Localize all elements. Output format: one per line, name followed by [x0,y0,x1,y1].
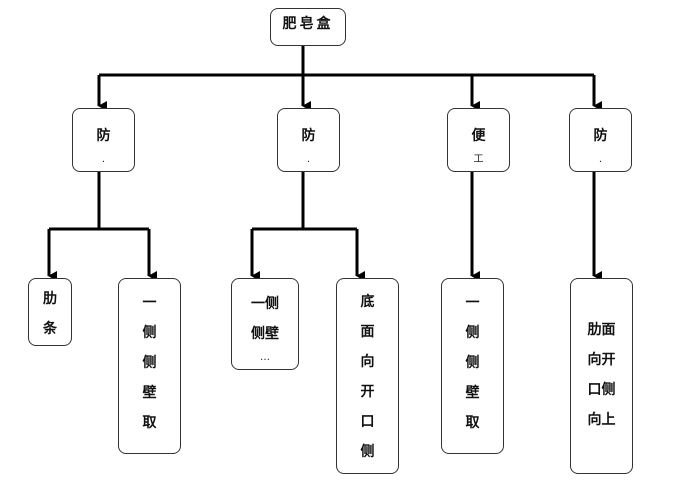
node-l2-6-text-2: 口侧 [587,382,616,398]
node-l2-5-text-4: 取 [465,415,480,431]
node-l1-1-text-0: 防 [96,128,111,144]
node-l2-4-text-5: 侧 [360,444,375,460]
node-l2-5-text-3: 壁 [465,385,480,401]
node-l2-4-text-3: 开 [360,384,375,400]
node-l2-6: 肋面 向开 口侧 向上 [570,278,633,474]
node-l1-3: 便 工 [447,108,510,172]
node-root-label: 肥皂盒 [282,16,334,32]
node-l2-2-text-1: 侧 [142,325,157,341]
node-l1-3-text-0: 便 [471,128,486,144]
node-l1-4-text-1: . [598,154,603,165]
node-l2-6-text-0: 肋面 [587,322,616,338]
node-l2-2: 一 侧 侧 壁 取 [118,278,181,454]
node-l1-4: 防 . [569,108,632,172]
node-l2-4-text-4: 口 [360,414,375,430]
node-l2-5-text-2: 侧 [465,355,480,371]
node-l1-1-text-1: . [101,154,106,165]
node-l2-3-text-1: 侧壁 [251,326,279,342]
node-l1-2-text-0: 防 [301,128,316,144]
node-l2-5: 一 侧 侧 壁 取 [441,278,504,454]
node-l1-2-text-1: . [306,154,311,165]
node-l2-6-text-1: 向开 [587,352,616,368]
node-root: 肥皂盒 [270,8,346,46]
node-l2-1-text-1: 条 [43,321,57,337]
node-l2-6-text-3: 向上 [587,412,616,428]
node-l2-1-text-0: 肋 [43,291,57,307]
node-l2-4-text-1: 面 [360,324,375,340]
node-l2-3-text-0: 一侧 [251,296,279,312]
node-l2-4: 底 面 向 开 口 侧 [336,278,399,474]
node-l2-3-text-2: … [260,352,270,363]
node-l2-2-text-3: 壁 [142,385,157,401]
node-l2-1: 肋 条 [28,278,72,346]
node-l2-2-text-0: 一 [142,295,157,311]
node-l2-2-text-4: 取 [142,415,157,431]
node-l2-5-text-1: 侧 [465,325,480,341]
node-l2-2-text-2: 侧 [142,355,157,371]
node-l1-1: 防 . [72,108,135,172]
node-l2-4-text-2: 向 [360,354,375,370]
node-l1-2: 防 . [277,108,340,172]
node-l2-4-text-0: 底 [360,294,375,310]
node-l1-3-text-1: 工 [473,154,484,165]
node-l2-3: 一侧 侧壁 … [231,278,299,370]
node-l1-4-text-0: 防 [593,128,608,144]
edge-root-children [97,46,602,111]
node-l2-5-text-0: 一 [465,295,480,311]
edge-l1-children [47,172,602,281]
